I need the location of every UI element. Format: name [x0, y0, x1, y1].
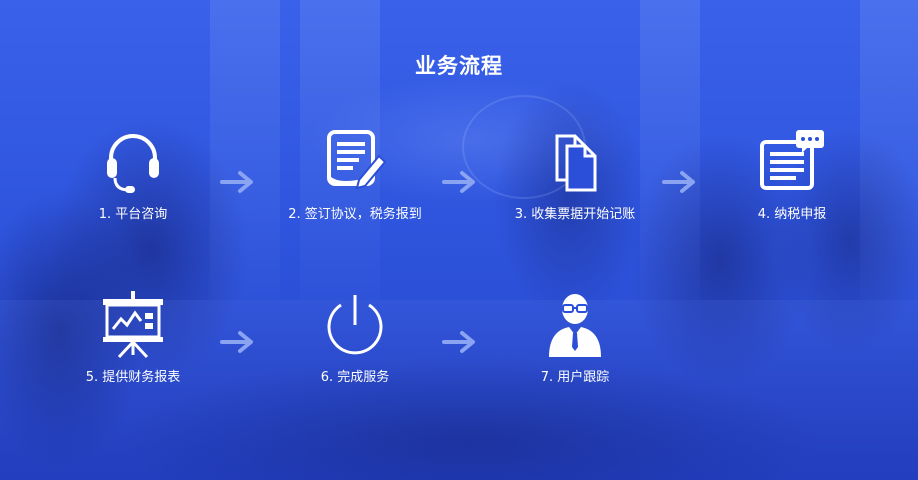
step-service-complete: 6. 完成服务 [285, 285, 425, 387]
arrow-right-icon [662, 171, 695, 193]
tax-form-icon [760, 130, 824, 190]
headset-icon [107, 134, 159, 193]
step-label: 5. 提供财务报表 [85, 370, 181, 385]
background-window [210, 0, 280, 300]
background-table [0, 300, 918, 480]
presentation-board-icon [103, 291, 163, 359]
background-window [860, 0, 918, 300]
background-window [640, 0, 700, 300]
step-tax-filing: 4. 纳税申报 [722, 122, 862, 224]
arrow-right-icon [220, 171, 253, 193]
step-label: 3. 收集票据开始记账 [514, 207, 636, 222]
power-icon [327, 295, 383, 355]
arrow-right-icon [442, 171, 475, 193]
step-label: 4. 纳税申报 [757, 207, 827, 222]
page-title: 业务流程 [415, 54, 503, 78]
step-platform-consult: 1. 平台咨询 [63, 122, 203, 224]
step-collect-receipts: 3. 收集票据开始记账 [505, 122, 645, 224]
step-label: 6. 完成服务 [320, 370, 390, 385]
contract-sign-icon [327, 130, 387, 190]
step-sign-agreement: 2. 签订协议，税务报到 [285, 122, 425, 224]
step-user-tracking: 7. 用户跟踪 [505, 285, 645, 387]
step-financial-report: 5. 提供财务报表 [63, 285, 203, 387]
user-tracking-icon [549, 294, 601, 357]
step-label: 1. 平台咨询 [98, 207, 168, 222]
arrow-right-icon [220, 331, 253, 353]
step-label: 2. 签订协议，税务报到 [288, 207, 422, 222]
arrow-right-icon [442, 331, 475, 353]
step-label: 7. 用户跟踪 [540, 370, 610, 385]
documents-icon [555, 134, 597, 192]
